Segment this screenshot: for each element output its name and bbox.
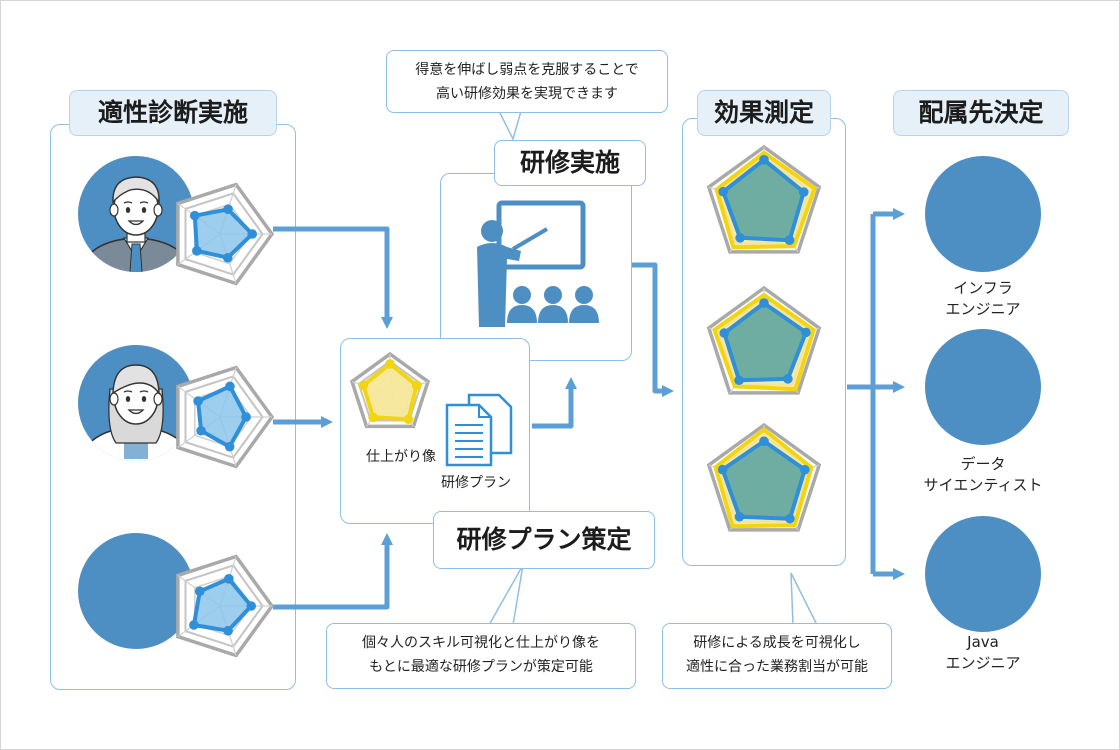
finished-image-label: 仕上がり像 <box>366 449 436 465</box>
role-java-line-2: エンジニア <box>945 654 1021 672</box>
radar-chart-icon <box>706 285 822 395</box>
arrow-person1-to-plan <box>273 226 393 329</box>
aptitude-title: 適性診断実施 <box>69 90 277 136</box>
effect-title: 効果測定 <box>697 90 831 136</box>
radar-chart-icon <box>349 351 431 429</box>
training-callout: 得意を伸ばし弱点を克服することで 高い研修効果を実現できます <box>386 50 668 113</box>
person-female-icon <box>78 533 194 649</box>
person-female-icon <box>925 516 1041 632</box>
radar-chart-icon <box>706 144 822 254</box>
effect-callout-line-2: 適性に合った業務割当が可能 <box>686 659 868 675</box>
role-java: Java エンジニア <box>913 632 1053 674</box>
training-callout-tail <box>497 110 522 142</box>
training-plan-label: 研修プラン <box>441 475 511 491</box>
radar-chart-icon <box>706 422 822 532</box>
plan-callout: 個々人のスキル可視化と仕上がり像を もとに最適な研修プランが策定可能 <box>326 623 636 689</box>
plan-callout-line-2: もとに最適な研修プランが策定可能 <box>369 659 593 675</box>
document-icon <box>445 393 513 467</box>
arrow-person3-to-plan <box>273 533 393 610</box>
training-callout-line-2: 高い研修効果を実現できます <box>436 86 618 102</box>
role-data-line-1: データ <box>960 455 1006 473</box>
role-infra-line-1: インフラ <box>953 279 1013 297</box>
training-callout-line-1: 得意を伸ばし弱点を克服することで <box>415 62 639 78</box>
training-title: 研修実施 <box>494 140 646 186</box>
plan-callout-line-1: 個々人のスキル可視化と仕上がり像を <box>362 635 600 651</box>
radar-chart-icon <box>176 182 275 286</box>
arrow-plan-to-training <box>532 377 577 429</box>
effect-callout-line-1: 研修による成長を可視化し <box>693 635 861 651</box>
arrow-training-to-effect <box>632 262 674 397</box>
role-java-line-1: Java <box>967 633 999 651</box>
person-male-icon <box>925 156 1041 272</box>
effect-callout: 研修による成長を可視化し 適性に合った業務割当が可能 <box>662 623 892 689</box>
radar-chart-icon <box>176 365 275 469</box>
assignment-title: 配属先決定 <box>893 90 1069 136</box>
plan-callout-tail <box>487 564 524 626</box>
role-data: データ サイエンティスト <box>913 454 1053 496</box>
radar-chart-icon <box>176 554 275 658</box>
plan-title: 研修プラン策定 <box>433 511 655 569</box>
role-data-line-2: サイエンティスト <box>923 476 1043 494</box>
person-female-icon <box>925 329 1041 445</box>
presentation-icon <box>477 200 599 327</box>
effect-callout-tail <box>790 572 819 626</box>
role-infra-line-2: エンジニア <box>945 300 1021 318</box>
role-infra: インフラ エンジニア <box>913 278 1053 320</box>
